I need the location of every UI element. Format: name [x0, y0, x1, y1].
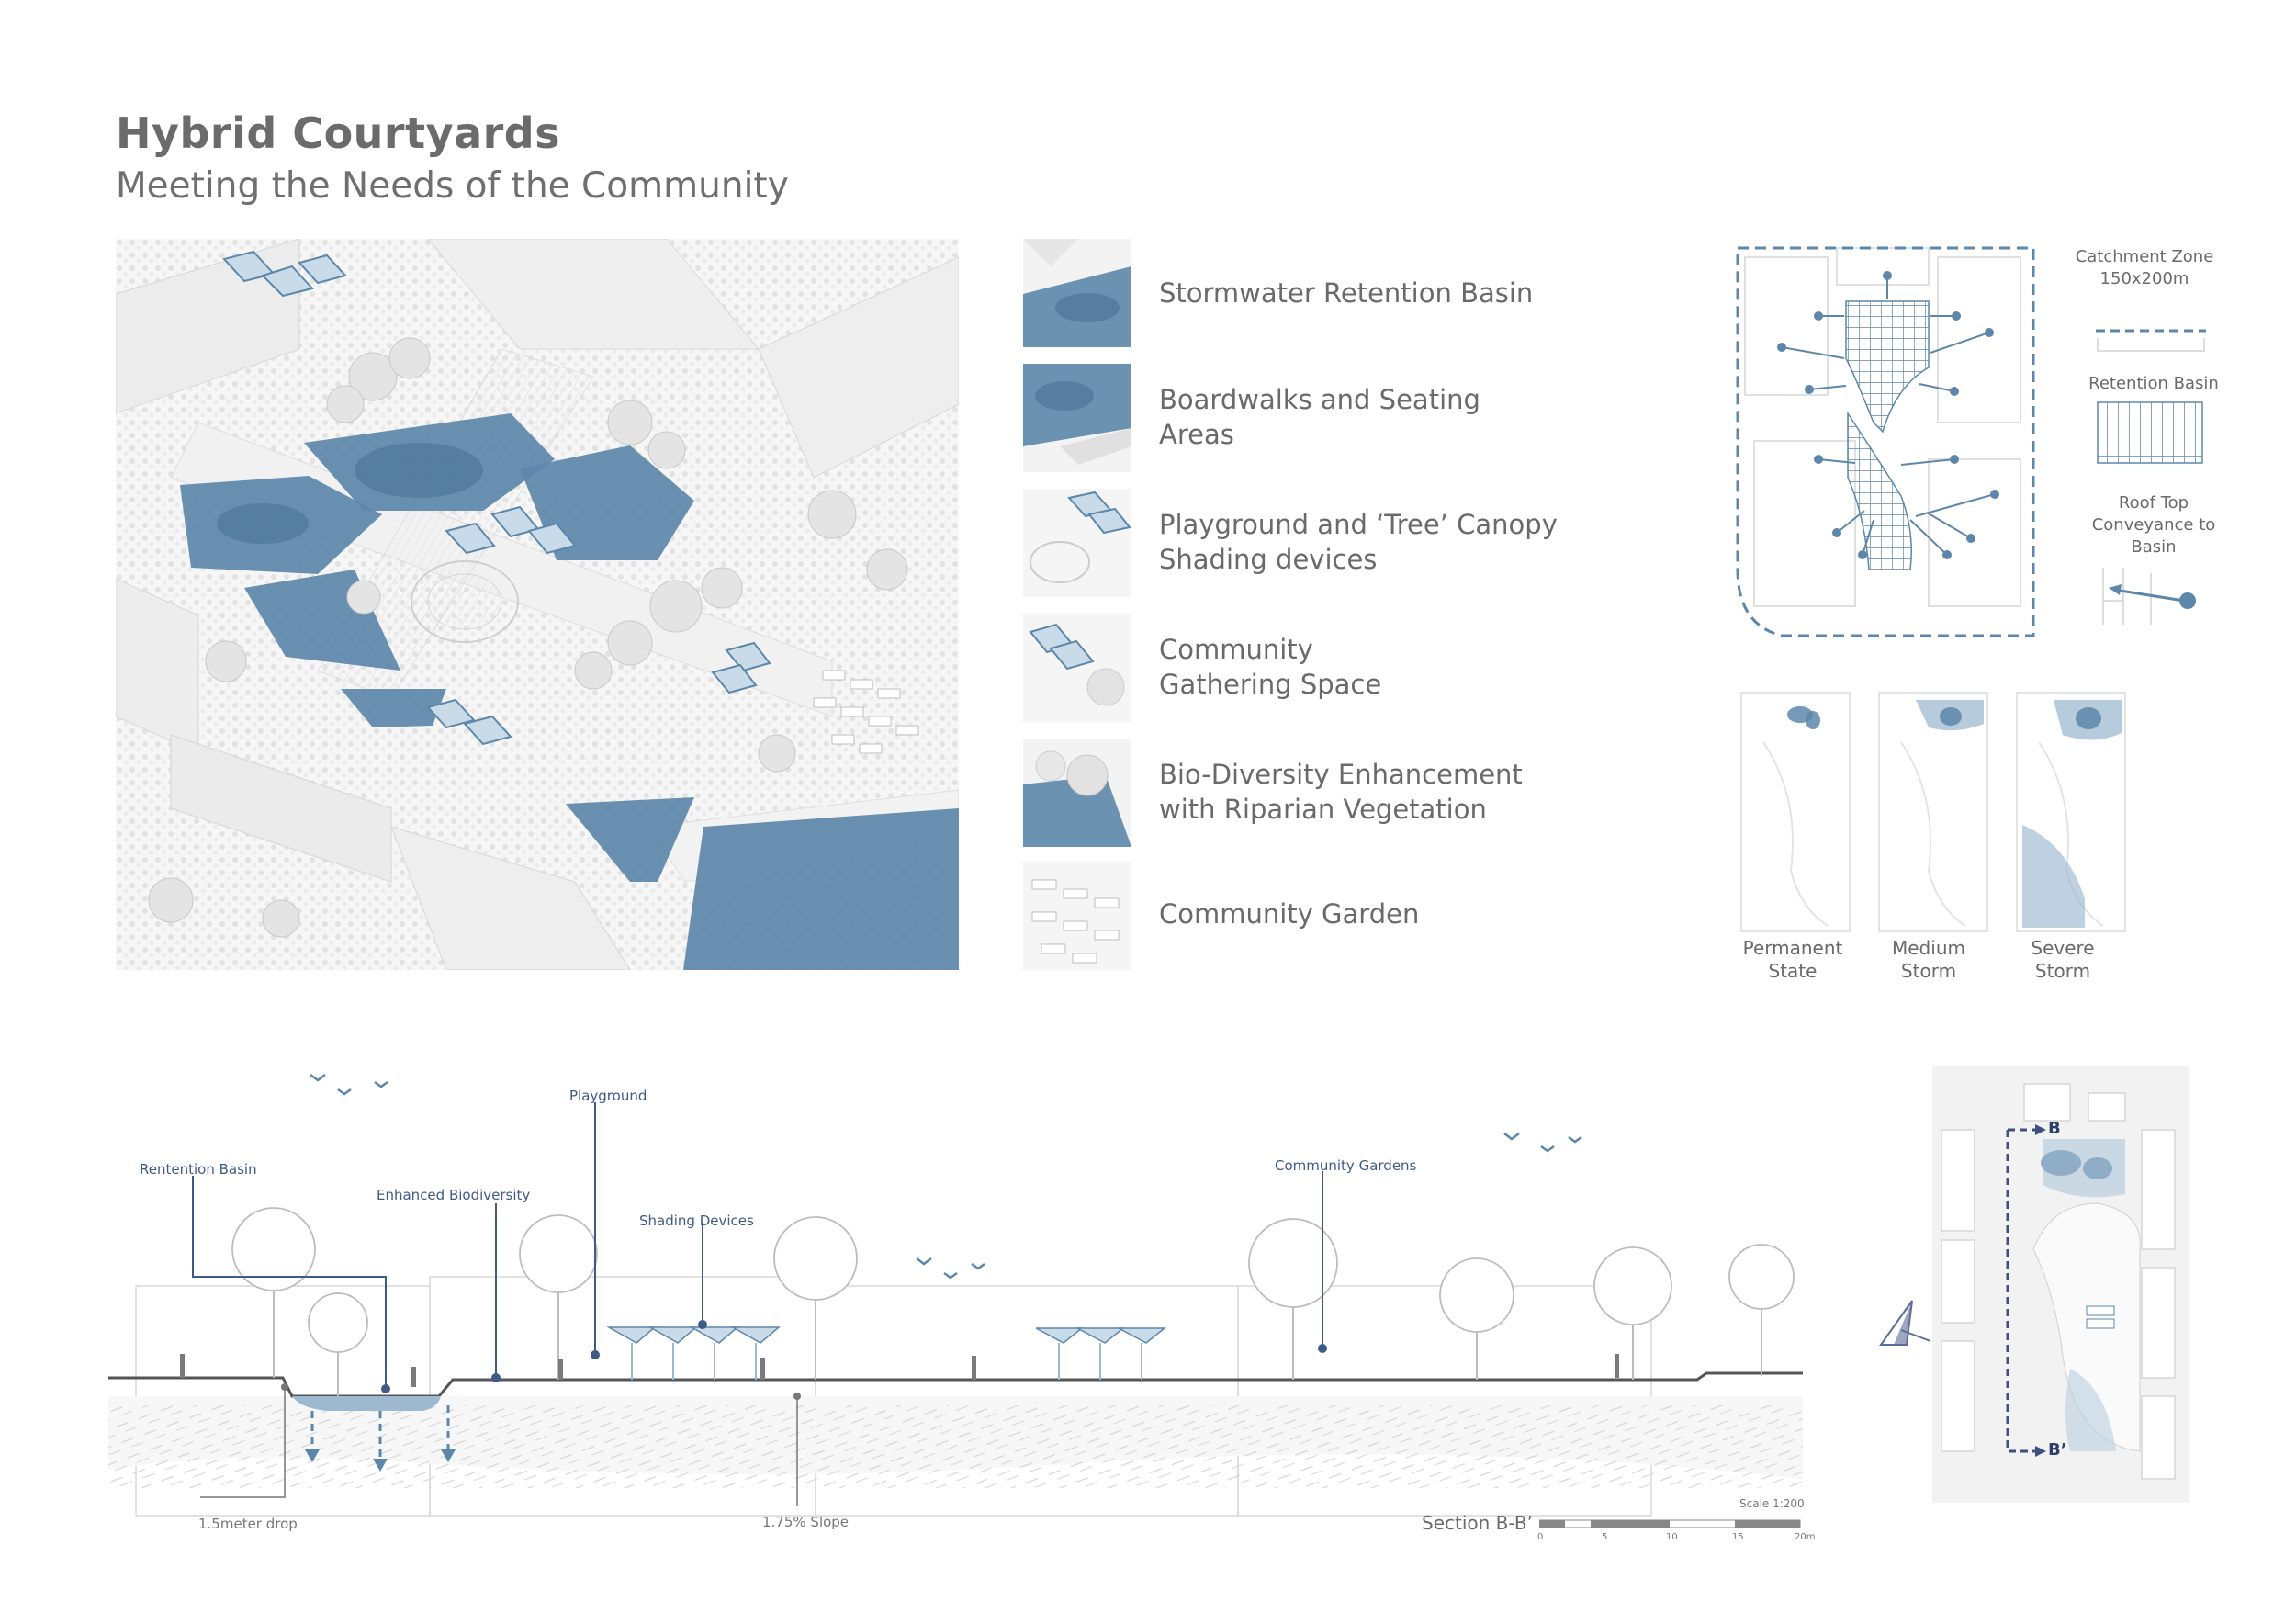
scale-text: Scale 1:200	[1739, 1497, 1805, 1510]
legend-label-retention-basin: Stormwater Retention Basin	[1159, 277, 1534, 309]
north-arrow-icon	[1874, 1295, 1938, 1350]
legend-thumb-gathering-space	[1023, 614, 1131, 722]
legend-thumb-community-garden	[1023, 862, 1131, 970]
section-label-biodiversity: Enhanced Biodiversity	[377, 1187, 531, 1203]
axonometric-view	[115, 238, 960, 971]
key-retention-basin-label: Retention Basin	[2088, 374, 2219, 393]
catchment-plan	[1727, 239, 2048, 661]
page-title: Hybrid Courtyards	[116, 108, 561, 158]
storm-label-permanent: Permanent State	[1742, 937, 1843, 982]
section-label-retention-basin: Rentention Basin	[140, 1161, 257, 1178]
legend-thumb-biodiversity	[1023, 739, 1131, 847]
legend-label-boardwalks: Boardwalks and Seating Areas	[1159, 384, 1480, 450]
page-subtitle: Meeting the Needs of the Community	[116, 165, 789, 207]
key-catchment-zone-symbol	[2096, 318, 2206, 355]
key-roof-conveyance-label: Roof Top Conveyance to Basin	[2091, 493, 2216, 557]
key-roof-conveyance-symbol	[2096, 564, 2206, 628]
scale-tick-15: 15	[1732, 1532, 1744, 1542]
storm-label-medium: Medium Storm	[1892, 937, 1965, 982]
scale-tick-20: 20m	[1795, 1532, 1816, 1542]
section-title: Section B-B’	[1422, 1512, 1533, 1534]
storm-label-severe: Severe Storm	[2031, 937, 2095, 982]
key-plan	[1932, 1066, 2189, 1503]
section-label-shading: Shading Devices	[639, 1212, 754, 1229]
scale-tick-0: 0	[1537, 1532, 1544, 1542]
scale-bar	[1538, 1517, 1806, 1530]
axonometric-illustration	[115, 238, 960, 971]
keyplan-marker-b-prime: B’	[2048, 1440, 2067, 1460]
legend-thumb-playground	[1023, 489, 1131, 597]
section-label-playground: Playground	[569, 1088, 647, 1104]
scale-tick-10: 10	[1666, 1532, 1678, 1542]
legend-label-community-garden: Community Garden	[1159, 898, 1420, 930]
section-drawing	[108, 1056, 1817, 1534]
scale-tick-5: 5	[1602, 1532, 1608, 1542]
section-label-gardens: Community Gardens	[1275, 1157, 1417, 1174]
keyplan-marker-b: B	[2048, 1119, 2061, 1138]
legend-thumb-retention-basin	[1023, 239, 1131, 347]
key-catchment-zone-label: Catchment Zone 150x200m	[2075, 247, 2214, 288]
legend-label-playground: Playground and ‘Tree’ Canopy Shading dev…	[1159, 509, 1558, 575]
legend-label-gathering-space: Community Gathering Space	[1159, 634, 1382, 700]
section-label-drop: 1.5meter drop	[198, 1516, 298, 1532]
key-retention-basin-symbol	[2096, 400, 2206, 467]
legend-thumb-boardwalks	[1023, 364, 1131, 472]
legend-label-biodiversity: Bio-Diversity Enhancement with Riparian …	[1159, 759, 1523, 825]
section-label-slope: 1.75% Slope	[762, 1514, 850, 1530]
storm-state-diagrams	[1736, 687, 2140, 935]
